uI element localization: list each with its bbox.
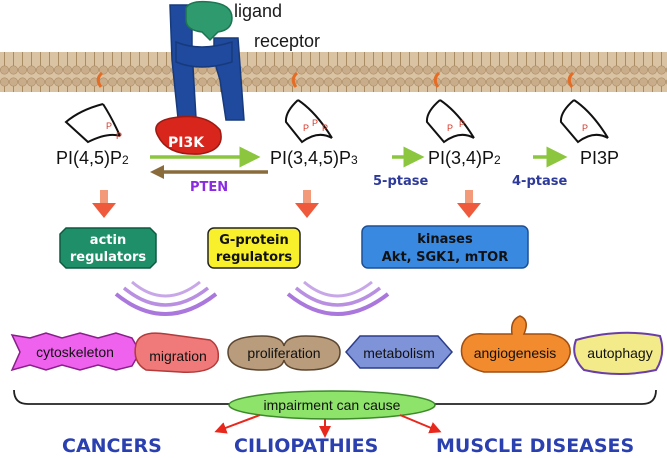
actin-regulators-line1: actin [90, 233, 126, 248]
actin-regulators-box [59, 227, 157, 269]
gprotein-regulators-line1: G-protein [219, 233, 288, 248]
four-ptase-label: 4-ptase [512, 174, 567, 189]
down-arrow-actin [92, 190, 116, 218]
lipid-pi345p3-label: PI(3,4,5)P3 [270, 148, 358, 168]
proliferation-label: proliferation [247, 345, 320, 361]
phosphate-mark: P [582, 123, 588, 133]
pi3k-icon [155, 115, 222, 155]
autophagy-shape [573, 331, 664, 375]
pten-label: PTEN [190, 180, 228, 195]
lipid-pi34p2-icon [425, 71, 475, 144]
receptor-icon [169, 4, 245, 121]
ligand-label: ligand [234, 1, 282, 21]
down-arrow-kinases [457, 190, 481, 218]
signal-waves-left [114, 280, 218, 316]
lipid-pi34p2-label: PI(3,4)P2 [428, 148, 501, 168]
bracket [13, 389, 657, 405]
kinases-line1: kinases [417, 232, 473, 247]
autophagy-label: autophagy [587, 345, 652, 361]
phosphate-mark: P [116, 131, 122, 141]
migration-label: migration [149, 348, 207, 364]
arrow-pten-head [150, 165, 164, 179]
receptor-label: receptor [254, 31, 320, 51]
lipid-pi3p-label: PI3P [580, 148, 619, 168]
membrane-lipid-pattern [0, 52, 667, 92]
disease-cancers: CANCERS [62, 435, 162, 457]
ligand-icon [185, 0, 233, 42]
five-ptase-label: 5-ptase [373, 174, 428, 189]
angiogenesis-shape [460, 315, 571, 373]
gprotein-regulators-line2: regulators [216, 250, 293, 265]
disease-ciliopathies: CILIOPATHIES [234, 435, 378, 457]
phosphate-mark: P [447, 123, 453, 133]
impairment-oval [228, 390, 436, 420]
pi3k-label: PI3K [168, 135, 205, 151]
kinases-box [361, 225, 529, 269]
arrow-to-cancers [214, 414, 261, 434]
phosphate-mark: P [106, 121, 112, 131]
disease-muscle: MUSCLE DISEASES [436, 435, 634, 457]
phosphate-mark: P [303, 123, 309, 133]
phosphate-mark: P [322, 123, 328, 133]
metabolism-shape [345, 335, 453, 369]
signal-waves-right [286, 280, 390, 316]
arrow-to-muscle [399, 414, 442, 434]
lipid-pi345p3-icon [284, 71, 333, 144]
metabolism-label: metabolism [363, 345, 435, 361]
impairment-label: impairment can cause [264, 397, 401, 413]
migration-shape [134, 332, 220, 373]
lipid-pi45p2-icon [64, 71, 121, 144]
cytoskeleton-label: cytoskeleton [36, 344, 114, 360]
lipid-pi3p-icon [559, 71, 609, 144]
down-arrow-gprotein [295, 190, 319, 218]
cytoskeleton-shape [10, 332, 141, 372]
lipid-pi45p2-label: PI(4,5)P2 [56, 148, 129, 168]
phosphate-mark: P [312, 118, 318, 128]
gprotein-regulators-box [207, 227, 301, 269]
actin-regulators-line2: regulators [70, 250, 147, 265]
proliferation-shape [227, 335, 341, 371]
phosphate-mark: P [459, 119, 465, 129]
kinases-line2: Akt, SGK1, mTOR [382, 250, 508, 265]
angiogenesis-label: angiogenesis [474, 345, 557, 361]
